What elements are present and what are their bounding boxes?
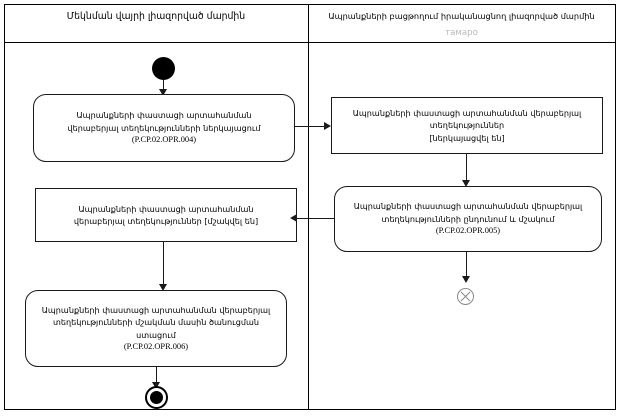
- object-node-information-processed[interactable]: Ապրանքների փաստացի արտահանման վերաբերյալ…: [35, 188, 297, 242]
- object-processed-line-2: վերաբերյալ տեղեկություններ [մշակվել են]: [73, 216, 259, 226]
- arrow-activity005-to-object-processed: [290, 214, 297, 222]
- swimlane-right-subtitle: тамаро: [445, 28, 478, 38]
- activity-004-code: (P.CP.02.OPR.004): [131, 135, 197, 145]
- object-node-information-presented[interactable]: Ապրանքների փաստացի արտահանման վերաբերյալ…: [331, 97, 603, 154]
- swimlane-header-left: Մեկնման վայրի լիազորված մարմին: [5, 4, 307, 42]
- final-node: [145, 386, 168, 409]
- swimlane-right-title: Ապրանքների բացթողում իրականացնող լիազորվ…: [328, 11, 595, 21]
- edge-activity004-to-object-presented: [295, 126, 326, 127]
- swimlane-left-title: Մեկնման վայրի լիազորված մարմին: [66, 11, 246, 22]
- swimlane-header-divider: [4, 42, 616, 43]
- activity-005-line-1: Ապրանքների փաստացի արտահանման վերաբերյալ: [353, 201, 583, 212]
- object-presented-line-3: [ներկայացվել են]: [429, 132, 505, 143]
- edge-initial-to-activity004: [163, 80, 164, 91]
- activity-node-opr-006[interactable]: Ապրանքների փաստացի արտահանման վերաբերյալ…: [25, 290, 287, 367]
- arrow-object-processed-to-activity006: [159, 284, 167, 291]
- arrow-initial-to-activity004: [159, 89, 167, 96]
- activity-005-code: (P.CP.02.OPR.005): [435, 226, 501, 236]
- object-presented-line-2: տեղեկություններ: [429, 120, 505, 131]
- swimlane-header-right: Ապրանքների բացթողում իրականացնող լիազորվ…: [308, 4, 615, 42]
- activity-006-line-2: տեղեկությունների մշակման մասին ծանուցման: [53, 317, 259, 328]
- arrow-activity005-to-flow-final: [462, 276, 470, 283]
- activity-004-line-1: Ապրանքների փաստացի արտահանման: [76, 110, 252, 121]
- arrow-activity006-to-final: [152, 382, 160, 389]
- activity-006-line-1: Ապրանքների փաստացի արտահանման վերաբերյալ: [41, 304, 271, 315]
- edge-activity005-to-object-processed: [295, 218, 335, 219]
- activity-006-code: (P.CP.02.OPR.006): [123, 341, 189, 351]
- arrow-activity004-to-object-presented: [324, 122, 331, 130]
- object-presented-line-1: Ապրանքների փաստացի արտահանման վերաբերյալ: [352, 107, 582, 118]
- arrow-object-presented-to-activity005: [462, 180, 470, 187]
- edge-activity006-to-final: [156, 367, 157, 385]
- activity-node-opr-004[interactable]: Ապրանքների փաստացի արտահանման վերաբերյալ…: [33, 94, 295, 162]
- object-processed-line-1: Ապրանքների փաստացի արտահանման: [78, 203, 254, 214]
- activity-node-opr-005[interactable]: Ապրանքների փաստացի արտահանման վերաբերյալ…: [334, 186, 602, 252]
- edge-object-processed-to-activity006: [163, 242, 164, 286]
- flow-final-node: [457, 288, 474, 305]
- initial-node: [152, 57, 175, 80]
- edge-object-presented-to-activity005: [466, 154, 467, 183]
- swimlane-vertical-divider: [308, 4, 309, 410]
- activity-006-line-3: ստացում: [136, 329, 176, 340]
- activity-004-line-2: վերաբերյալ տեղեկությունների ներկայացում: [67, 122, 261, 133]
- edge-activity005-to-flow-final: [466, 252, 467, 278]
- activity-005-line-2: տեղեկությունների ընդունում և մշակում: [381, 213, 555, 224]
